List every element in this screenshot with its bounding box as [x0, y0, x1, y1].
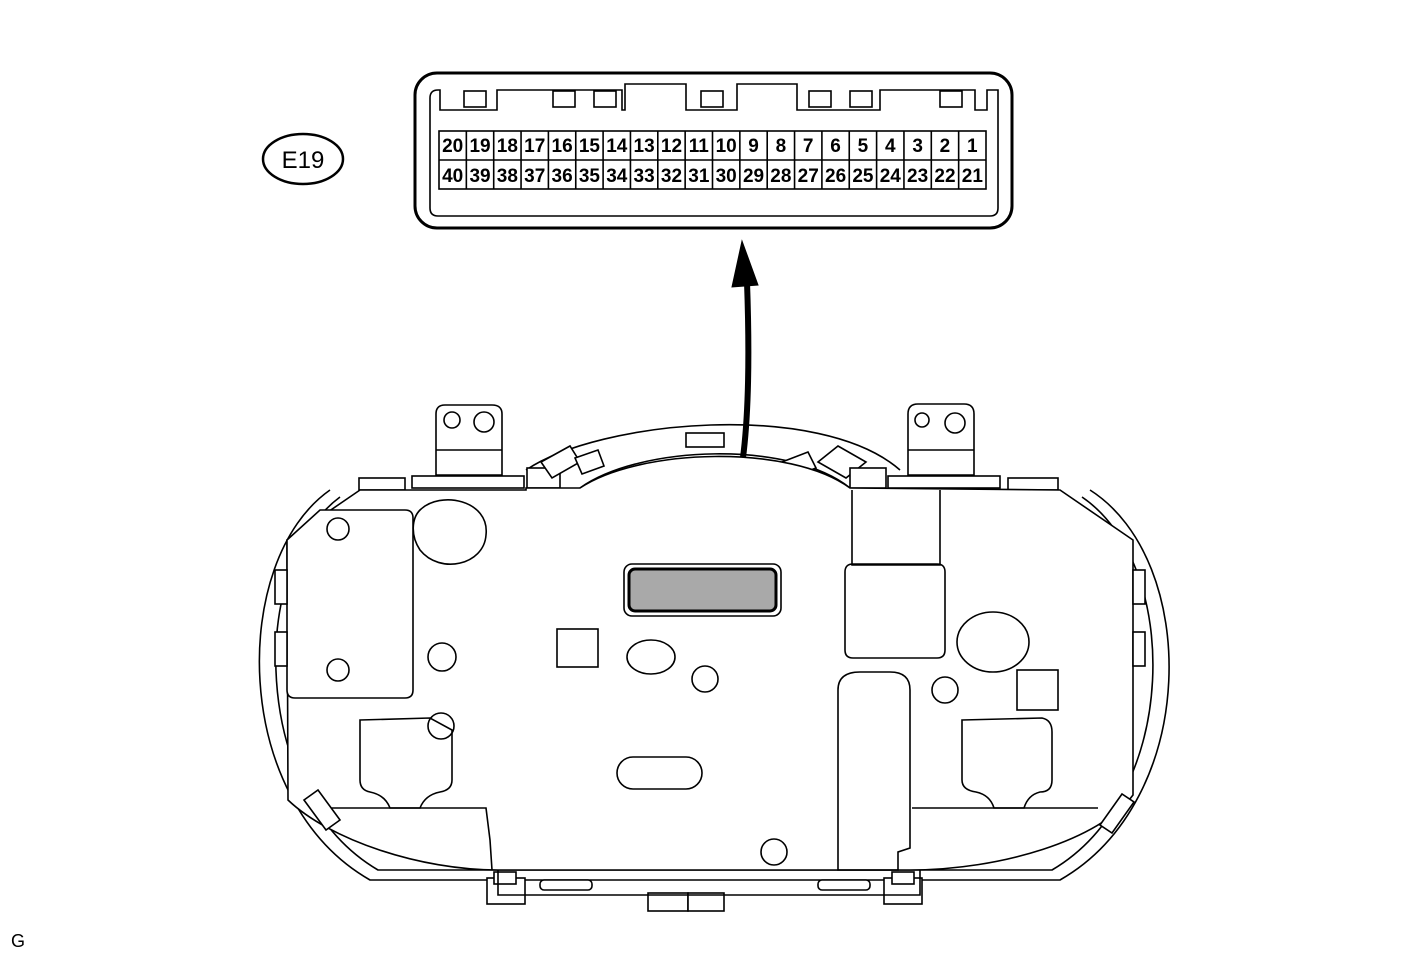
right-bracket: [907, 403, 975, 476]
pin-top-11: 11: [689, 136, 710, 157]
pin-bottom-23: 23: [907, 166, 928, 187]
combination-meter: [258, 403, 1170, 912]
pin-bottom-38: 38: [497, 166, 518, 187]
pin-bottom-30: 30: [716, 166, 737, 187]
pin-top-1: 1: [967, 136, 978, 157]
pin-bottom-31: 31: [688, 166, 710, 187]
pin-bottom-27: 27: [798, 166, 819, 187]
connector-label: E19: [261, 132, 345, 186]
pin-top-9: 9: [748, 136, 759, 157]
pin-top-17: 17: [524, 136, 545, 157]
pin-bottom-34: 34: [606, 166, 628, 187]
pin-bottom-25: 25: [852, 166, 874, 187]
connector-label-text: E19: [282, 147, 325, 174]
pin-top-3: 3: [912, 136, 923, 157]
pin-top-4: 4: [885, 136, 896, 157]
pin-top-5: 5: [858, 136, 869, 157]
pin-top-18: 18: [497, 136, 518, 157]
pin-top-15: 15: [579, 136, 601, 157]
meter-connector-highlight: [627, 567, 778, 613]
pin-top-13: 13: [634, 136, 655, 157]
pin-top-6: 6: [830, 136, 841, 157]
pin-top-12: 12: [661, 136, 682, 157]
pin-bottom-21: 21: [962, 166, 984, 187]
pin-bottom-40: 40: [442, 166, 463, 187]
pin-bottom-22: 22: [934, 166, 955, 187]
pin-bottom-35: 35: [579, 166, 601, 187]
pin-top-10: 10: [716, 136, 737, 157]
corner-mark: G: [11, 931, 25, 951]
pin-top-7: 7: [803, 136, 814, 157]
pin-bottom-36: 36: [552, 166, 573, 187]
pin-bottom-37: 37: [524, 166, 545, 187]
pin-top-14: 14: [606, 136, 628, 157]
pin-top-16: 16: [552, 136, 573, 157]
pin-bottom-26: 26: [825, 166, 846, 187]
pin-bottom-39: 39: [469, 166, 490, 187]
pin-top-19: 19: [469, 136, 490, 157]
pin-top-20: 20: [442, 136, 463, 157]
left-bracket: [435, 404, 503, 476]
pin-bottom-28: 28: [770, 166, 791, 187]
pin-bottom-29: 29: [743, 166, 764, 187]
pin-top-8: 8: [776, 136, 787, 157]
pin-bottom-24: 24: [880, 166, 902, 187]
pin-bottom-33: 33: [634, 166, 655, 187]
pin-top-2: 2: [940, 136, 951, 157]
pin-bottom-32: 32: [661, 166, 682, 187]
